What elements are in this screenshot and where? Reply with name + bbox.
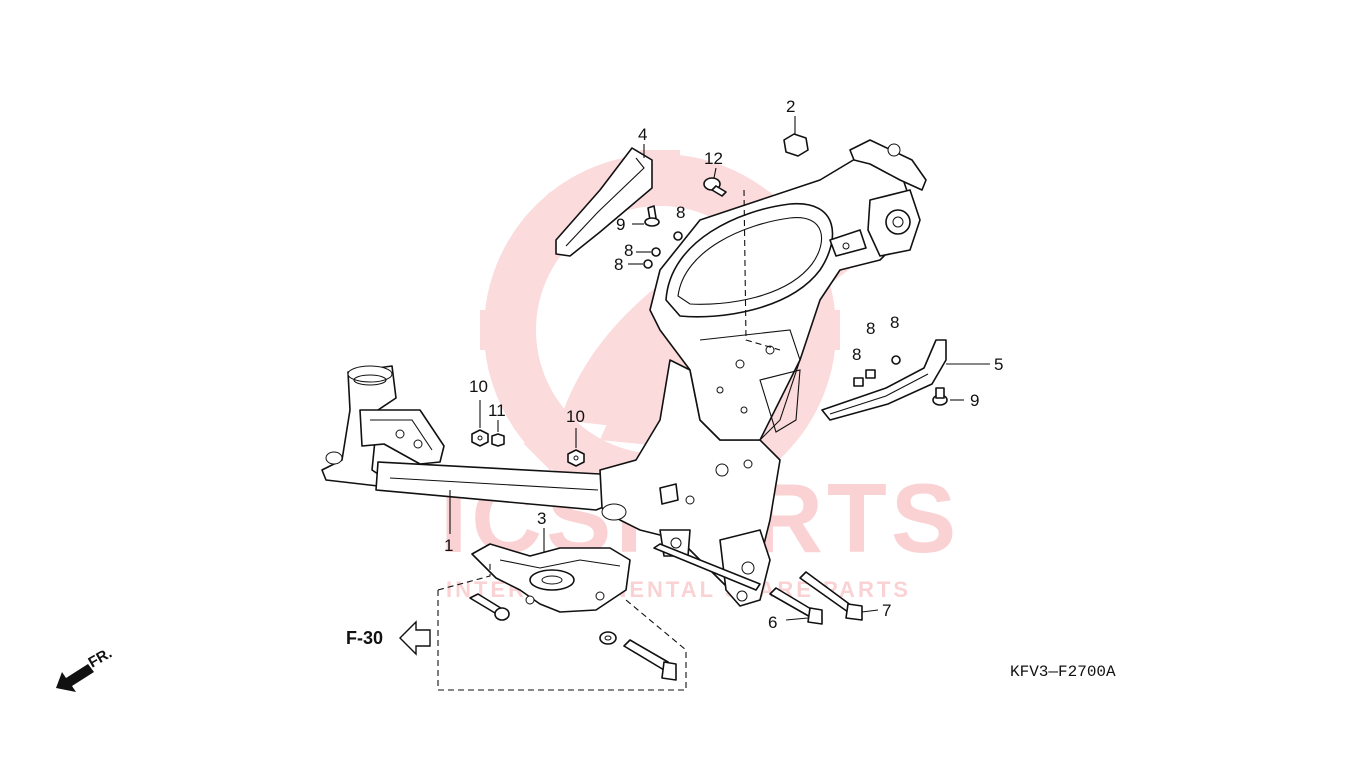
callout-4: 4 bbox=[638, 125, 647, 144]
callout-8c: 8 bbox=[614, 255, 623, 274]
bracket-bolts bbox=[469, 593, 677, 681]
main-frame-part bbox=[321, 139, 927, 607]
callout-8e: 8 bbox=[890, 313, 899, 332]
callout-1: 1 bbox=[444, 536, 453, 555]
diagram-code: KFV3—F2700A bbox=[1010, 663, 1116, 681]
callout-5: 5 bbox=[994, 355, 1003, 374]
callout-8a: 8 bbox=[676, 203, 685, 222]
callout-labels: 1 2 3 4 5 6 7 8 8 8 8 8 8 9 9 10 10 11 1… bbox=[444, 97, 1003, 632]
part-5-right-strip bbox=[821, 339, 990, 421]
reference-f30: F-30 bbox=[346, 620, 431, 656]
callout-9a: 9 bbox=[616, 215, 625, 234]
part-4-left-strip bbox=[555, 144, 653, 257]
callout-10b: 10 bbox=[566, 407, 585, 426]
callout-2: 2 bbox=[786, 97, 795, 116]
callout-9b: 9 bbox=[970, 391, 979, 410]
callout-8b: 8 bbox=[624, 241, 633, 260]
bracket-group-outline bbox=[437, 560, 687, 691]
part-2-nut bbox=[783, 116, 809, 157]
callout-12: 12 bbox=[704, 149, 723, 168]
part-3-step-bracket bbox=[471, 528, 631, 613]
hidden-line bbox=[743, 189, 781, 351]
reference-label: F-30 bbox=[346, 628, 383, 648]
callout-7: 7 bbox=[882, 601, 891, 620]
callout-8f: 8 bbox=[852, 345, 861, 364]
callout-6: 6 bbox=[768, 613, 777, 632]
arrow-front-icon bbox=[56, 664, 94, 692]
part-6-7-pivot-bolts bbox=[653, 543, 879, 625]
callout-3: 3 bbox=[537, 509, 546, 528]
callout-10a: 10 bbox=[469, 377, 488, 396]
part-12-grommet bbox=[703, 167, 727, 197]
small-fasteners bbox=[471, 205, 964, 467]
arrow-left-outline-icon bbox=[399, 620, 431, 656]
callout-11: 11 bbox=[488, 401, 506, 420]
front-direction-indicator: FR. bbox=[56, 645, 115, 692]
callout-8d: 8 bbox=[866, 319, 875, 338]
